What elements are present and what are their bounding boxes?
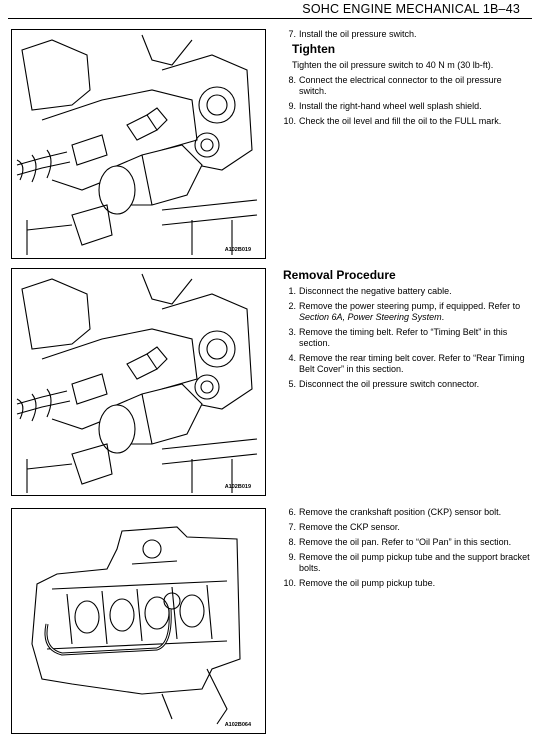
engine-illustration [16, 34, 258, 255]
engine-illustration [16, 273, 258, 493]
step-3: 3.Remove the timing belt. Refer to “Timi… [288, 327, 508, 348]
step-9b: 9.Remove the oil pump pickup tube and th… [288, 552, 530, 573]
step-9: 9.Install the right-hand wheel well spla… [288, 101, 482, 111]
step-1: 1.Disconnect the negative battery cable. [288, 286, 452, 296]
figure-code: A102B064 [224, 722, 251, 728]
figure-oil-pump-pickup-tube: A102B064 [11, 508, 266, 734]
step-10: 10.Check the oil level and fill the oil … [283, 116, 502, 126]
page-title: SOHC ENGINE MECHANICAL 1B–43 [302, 2, 520, 16]
tighten-heading: Tighten [292, 42, 336, 56]
step-10b: 10.Remove the oil pump pickup tube. [283, 578, 436, 588]
step-8b: 8.Remove the oil pan. Refer to “Oil Pan”… [288, 537, 512, 547]
removal-procedure: Removal Procedure 1.Disconnect the negat… [283, 266, 530, 394]
figure-code: A102B019 [224, 247, 251, 253]
step-7b: 7.Remove the CKP sensor. [288, 522, 400, 532]
removal-steps-continued: 6.Remove the crankshaft position (CKP) s… [283, 507, 530, 593]
figure-code: A102B019 [224, 484, 251, 490]
tighten-text: Tighten the oil pressure switch to 40 N … [292, 60, 494, 70]
section-reference: Section 6A, Power Steering System [299, 312, 442, 322]
step-6: 6.Remove the crankshaft position (CKP) s… [288, 507, 502, 517]
figure-oil-pressure-switch-installed: A102B019 [11, 29, 266, 259]
figure-oil-pressure-switch-connector: A102B019 [11, 268, 266, 496]
step-2: 2.Remove the power steering pump, if equ… [288, 301, 521, 322]
step-4: 4.Remove the rear timing belt cover. Ref… [288, 353, 525, 374]
step-7: 7.Install the oil pressure switch. [288, 29, 417, 39]
page-header: SOHC ENGINE MECHANICAL 1B–43 [8, 0, 532, 19]
step-8: 8.Connect the electrical connector to th… [288, 75, 502, 96]
removal-heading: Removal Procedure [283, 268, 396, 282]
oil-pan-illustration [31, 526, 241, 725]
step-5: 5.Disconnect the oil pressure switch con… [288, 379, 480, 389]
installation-steps: 7.Install the oil pressure switch. Tight… [283, 29, 530, 131]
